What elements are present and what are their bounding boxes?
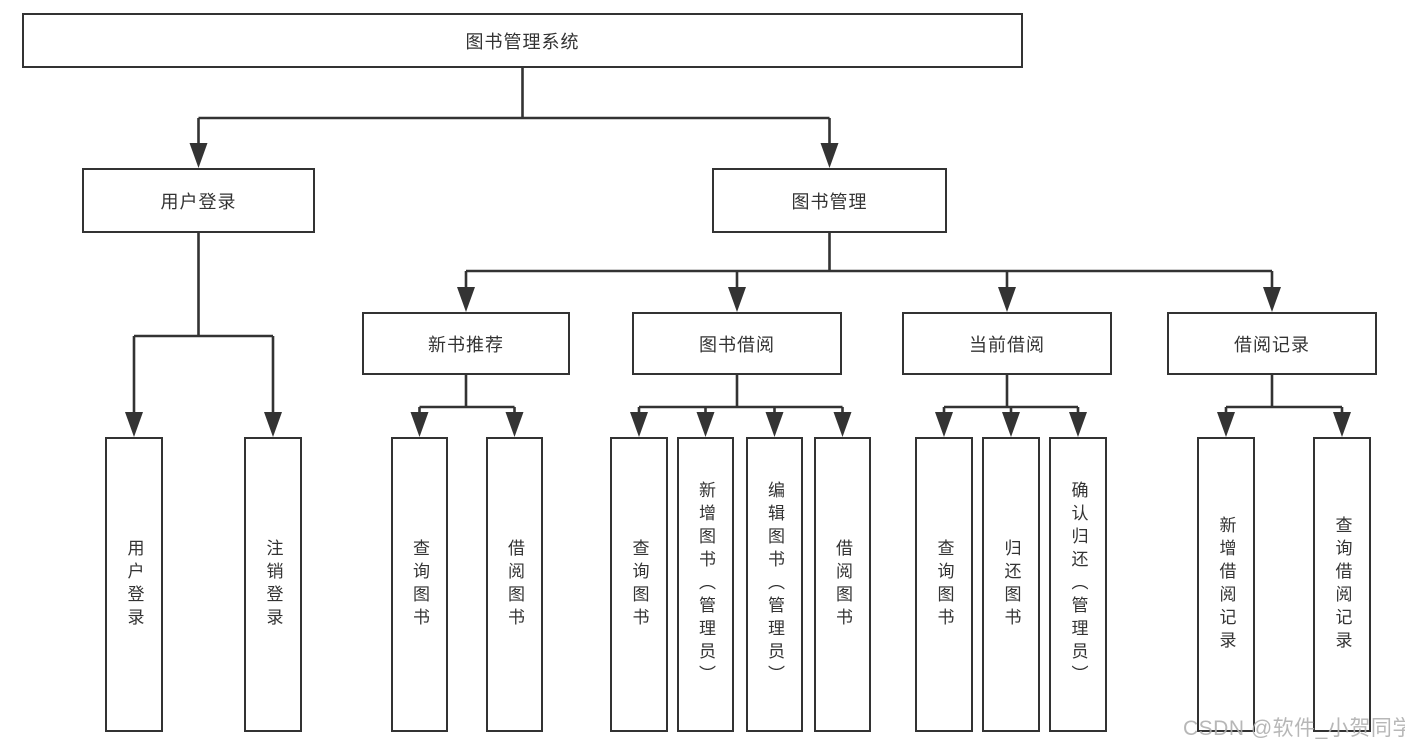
- leaf-add-book-admin: 新增图书（管理员）: [677, 437, 734, 732]
- leaf-return-book: 归还图书: [982, 437, 1040, 732]
- node-user-login: 用户登录: [82, 168, 315, 233]
- leaf-add-borrow-record-label: 新增借阅记录: [1216, 515, 1236, 654]
- leaf-logout-label: 注销登录: [263, 538, 283, 631]
- leaf-recommend-borrow-books: 借阅图书: [486, 437, 543, 732]
- leaf-confirm-return-admin-label: 确认归还（管理员）: [1068, 481, 1088, 688]
- leaf-query-borrow-record: 查询借阅记录: [1313, 437, 1371, 732]
- node-book-management: 图书管理: [712, 168, 947, 233]
- node-new-book-recommend: 新书推荐: [362, 312, 570, 375]
- node-book-borrow: 图书借阅: [632, 312, 842, 375]
- leaf-add-book-admin-label: 新增图书（管理员）: [696, 481, 715, 688]
- leaf-add-borrow-record: 新增借阅记录: [1197, 437, 1255, 732]
- leaf-recommend-borrow-books-label: 借阅图书: [505, 538, 524, 631]
- leaf-borrow-query-books: 查询图书: [610, 437, 668, 732]
- node-borrow-records: 借阅记录: [1167, 312, 1377, 375]
- leaf-edit-book-admin: 编辑图书（管理员）: [746, 437, 803, 732]
- leaf-user-login-label: 用户登录: [124, 538, 144, 631]
- leaf-user-login: 用户登录: [105, 437, 163, 732]
- leaf-current-query-books-label: 查询图书: [934, 538, 954, 631]
- leaf-borrow-query-books-label: 查询图书: [629, 538, 649, 631]
- node-library-management-system: 图书管理系统: [22, 13, 1023, 68]
- leaf-current-query-books: 查询图书: [915, 437, 973, 732]
- leaf-borrow-books-label: 借阅图书: [833, 538, 852, 631]
- node-current-borrow: 当前借阅: [902, 312, 1112, 375]
- leaf-logout: 注销登录: [244, 437, 302, 732]
- leaf-recommend-query-books: 查询图书: [391, 437, 448, 732]
- leaf-recommend-query-books-label: 查询图书: [410, 538, 429, 631]
- leaf-edit-book-admin-label: 编辑图书（管理员）: [765, 481, 784, 688]
- leaf-query-borrow-record-label: 查询借阅记录: [1332, 515, 1352, 654]
- leaf-return-book-label: 归还图书: [1001, 538, 1021, 631]
- leaf-confirm-return-admin: 确认归还（管理员）: [1049, 437, 1107, 732]
- watermark: CSDN @软件_小贺同学: [1183, 717, 1405, 740]
- leaf-borrow-books: 借阅图书: [814, 437, 871, 732]
